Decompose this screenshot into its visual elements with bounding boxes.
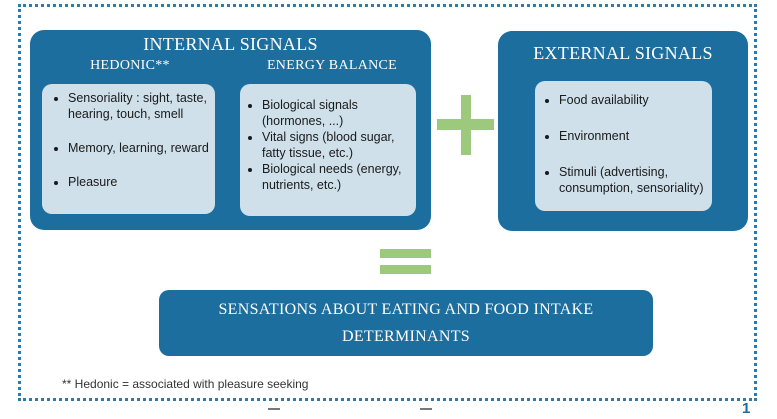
energy-balance-heading: ENERGY BALANCE: [266, 58, 398, 73]
external-signals-title: EXTERNAL SIGNALS: [533, 43, 713, 63]
equals-icon: [380, 249, 431, 258]
cropped-mark: [420, 408, 432, 416]
list-item: Biological needs (energy, nutrients, etc…: [262, 161, 412, 193]
page-number: 1: [742, 400, 751, 417]
list-item: Vital signs (blood sugar, fatty tissue, …: [262, 129, 412, 161]
external-signals-box: EXTERNAL SIGNALS Food availability Envir…: [498, 31, 748, 231]
equals-icon-lower: [380, 265, 431, 274]
dotted-frame: [18, 4, 757, 401]
result-line-1: SENSATIONS ABOUT EATING AND FOOD INTAKE: [218, 301, 594, 318]
internal-signals-title: INTERNAL SIGNALS: [143, 34, 318, 54]
plus-icon-vertical: [461, 95, 471, 155]
result-box: SENSATIONS ABOUT EATING AND FOOD INTAKE …: [159, 290, 653, 356]
hedonic-heading: HEDONIC**: [90, 58, 170, 73]
list-item: Pleasure: [68, 174, 209, 190]
footnote: ** Hedonic = associated with pleasure se…: [62, 377, 309, 391]
internal-signals-box: INTERNAL SIGNALS HEDONIC** ENERGY BALANC…: [30, 30, 431, 230]
list-item: Food availability: [559, 92, 708, 108]
list-item: Environment: [559, 128, 708, 144]
list-item: Memory, learning, reward: [68, 140, 209, 156]
list-item: Stimuli (advertising, consumption, senso…: [559, 164, 708, 196]
external-signals-panel: Food availability Environment Stimuli (a…: [535, 81, 712, 211]
energy-balance-panel: Biological signals (hormones, ...) Vital…: [240, 84, 416, 216]
result-line-2: DETERMINANTS: [341, 328, 471, 345]
cropped-mark: [268, 408, 280, 416]
hedonic-panel: Sensoriality : sight, taste, hearing, to…: [42, 84, 215, 214]
list-item: Sensoriality : sight, taste, hearing, to…: [68, 90, 209, 122]
list-item: Biological signals (hormones, ...): [262, 97, 412, 129]
